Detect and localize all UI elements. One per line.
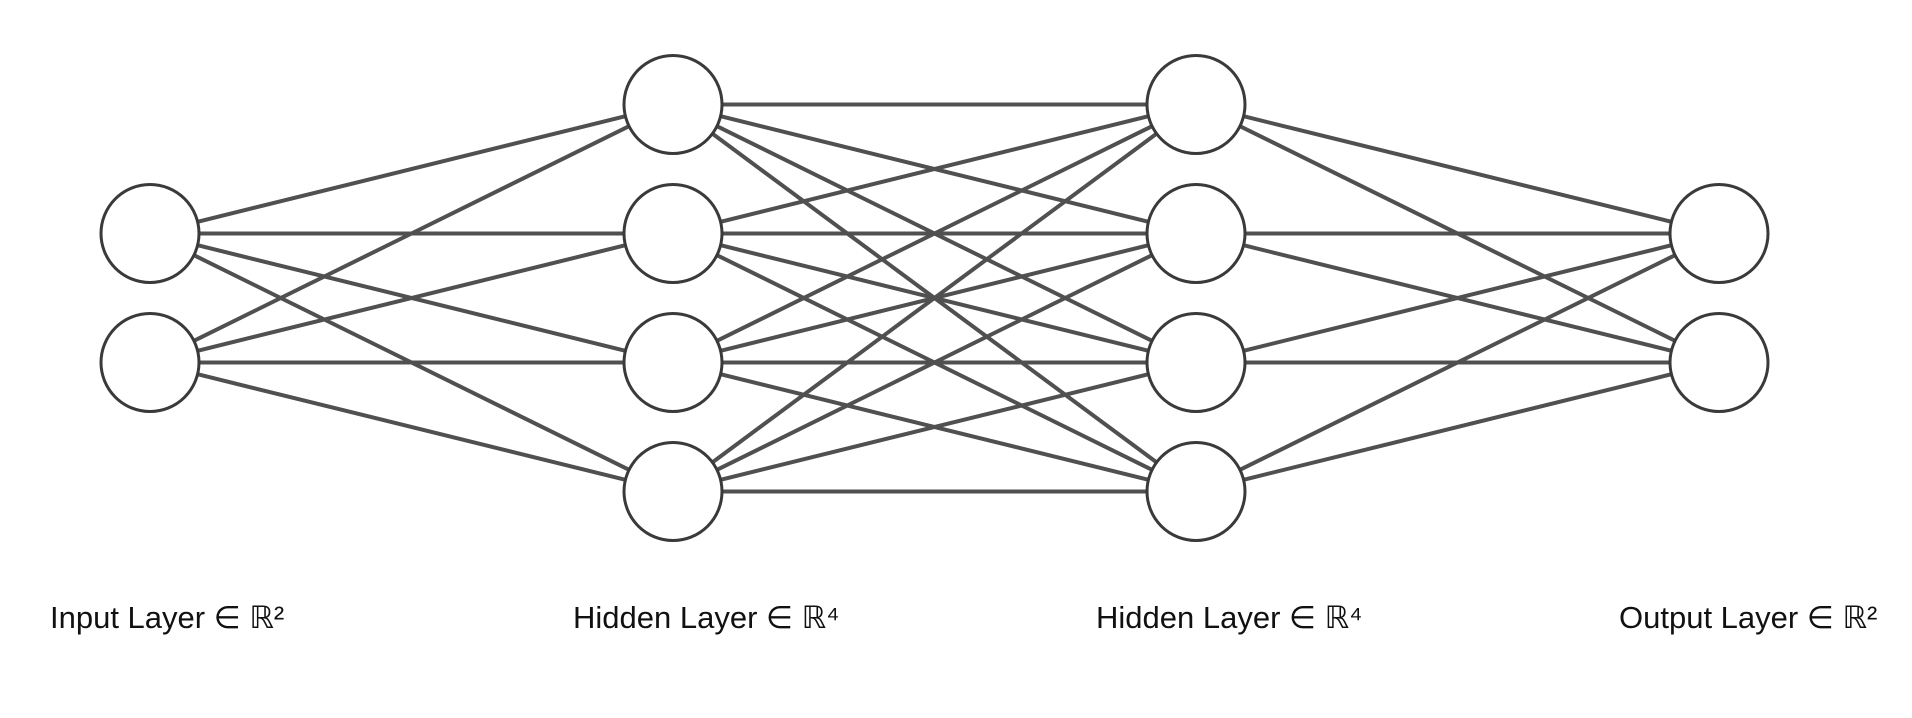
edge-input-2-to-hidden-1-4 [195, 372, 628, 482]
edge-hidden-1-4-to-hidden-2-2 [714, 253, 1155, 472]
node-hidden-1-2 [622, 183, 724, 284]
edge-hidden-2-4-to-output-1 [1237, 253, 1678, 472]
edge-input-2-to-hidden-1-2 [195, 243, 628, 353]
connections [191, 102, 1678, 494]
node-hidden-1-3 [622, 312, 724, 413]
input-layer-label: Input Layer ∈ ℝ² [50, 600, 285, 635]
edge-hidden-2-3-to-output-1 [1241, 243, 1674, 353]
node-input-2 [99, 312, 201, 413]
hidden-layer-1-label: Hidden Layer ∈ ℝ⁴ [573, 600, 840, 635]
edge-hidden-1-3-to-hidden-2-1 [714, 124, 1155, 343]
edge-hidden-2-4-to-output-2 [1241, 372, 1674, 482]
node-hidden-2-2 [1145, 183, 1247, 284]
edge-input-1-to-hidden-1-1 [195, 114, 628, 224]
edge-hidden-1-2-to-hidden-2-1 [718, 114, 1151, 224]
node-output-2 [1668, 312, 1770, 413]
edge-hidden-1-4-to-hidden-2-3 [718, 372, 1151, 482]
node-hidden-2-3 [1145, 312, 1247, 413]
hidden-layer-2-label: Hidden Layer ∈ ℝ⁴ [1096, 600, 1363, 635]
node-output-1 [1668, 183, 1770, 284]
edge-hidden-1-4-to-hidden-2-1 [710, 131, 1159, 465]
edge-hidden-2-1-to-output-1 [1241, 114, 1674, 224]
node-hidden-2-1 [1145, 54, 1247, 155]
edge-input-2-to-hidden-1-1 [191, 124, 632, 343]
node-hidden-1-4 [622, 441, 724, 542]
neurons [99, 54, 1770, 542]
node-hidden-1-1 [622, 54, 724, 155]
node-input-1 [99, 183, 201, 284]
node-hidden-2-4 [1145, 441, 1247, 542]
output-layer-label: Output Layer ∈ ℝ² [1619, 600, 1878, 635]
